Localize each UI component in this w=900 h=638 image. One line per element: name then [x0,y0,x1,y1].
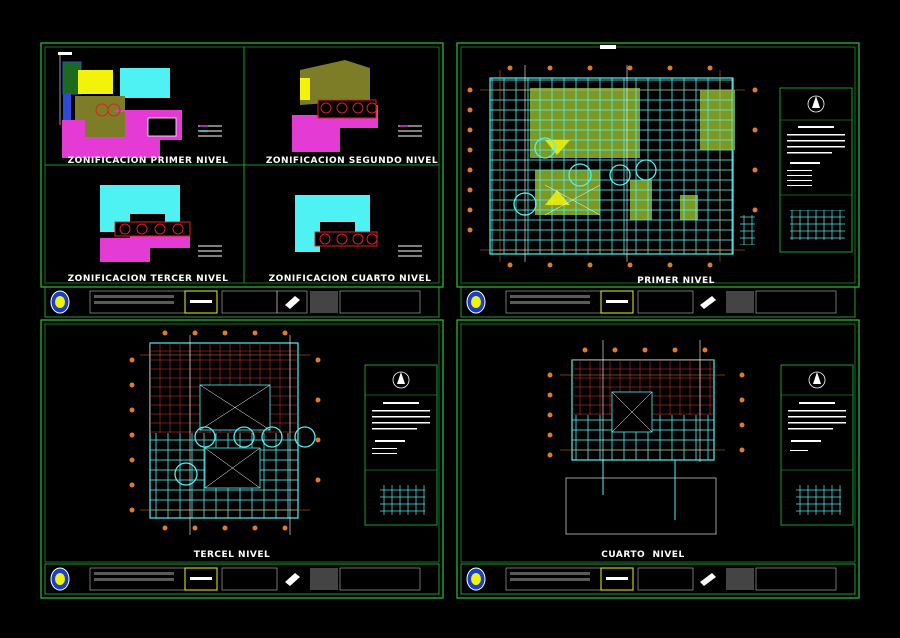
label-zoning-fourth: ZONIFICACION CUARTO NIVEL [269,274,432,284]
title-block-primer [460,286,856,318]
sheet-cuarto-nivel: CUARTO NIVEL [456,319,860,599]
label-zoning-third: ZONIFICACION TERCER NIVEL [68,274,229,284]
sheet-zoning: ZONIFICACION PRIMER NIVEL ZONIFICACION S… [40,42,444,318]
title-block-tercer [44,563,440,595]
zoning-plan-fourth: ZONIFICACION CUARTO NIVEL [269,195,432,284]
legend-tercer [364,364,438,526]
zoning-plan-first: ZONIFICACION PRIMER NIVEL [58,52,228,166]
legend-primer [779,87,853,253]
label-zoning-second: ZONIFICACION SEGUNDO NIVEL [266,156,438,166]
floor-plan-tercer [129,330,321,535]
title-block-zoning [44,286,440,318]
label-primer-nivel: PRIMER NIVEL [637,276,715,286]
label-zoning-first: ZONIFICACION PRIMER NIVEL [68,156,229,166]
floor-plan-cuarto [547,340,745,535]
label-cuarto-nivel: CUARTO NIVEL [601,550,684,560]
sheet-tercel-nivel: TERCEL NIVEL [40,319,444,599]
zoning-plan-second: ZONIFICACION SEGUNDO NIVEL [266,60,438,166]
floor-plan-primer [467,65,758,268]
legend-cuarto [780,364,854,526]
zoning-plan-third: ZONIFICACION TERCER NIVEL [68,185,229,284]
title-block-cuarto [460,563,856,595]
sheet-primer-nivel: PRIMER NIVEL [456,42,860,318]
label-tercel-nivel: TERCEL NIVEL [194,550,271,560]
